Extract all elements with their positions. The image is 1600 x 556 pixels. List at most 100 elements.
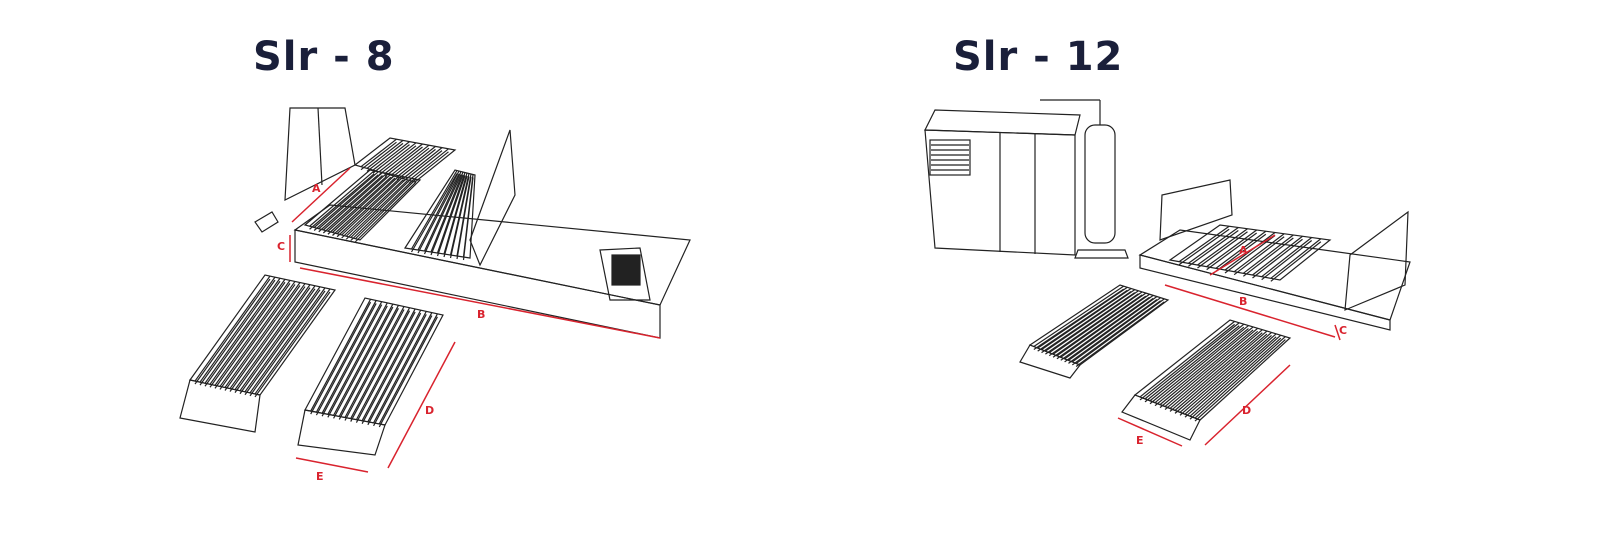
slat [1194, 339, 1286, 422]
slat [1052, 294, 1143, 358]
dim-label-d-slr12: D [1242, 404, 1251, 417]
slat [1261, 237, 1313, 278]
slat [1056, 292, 1147, 357]
line-art [299, 267, 661, 339]
tank-base [1074, 249, 1129, 259]
slat [322, 175, 388, 234]
slat [1060, 293, 1150, 358]
slat [410, 170, 458, 250]
dim-label-b-slr8: B [477, 308, 485, 321]
slat [1206, 232, 1258, 271]
ramp-left-plate [1019, 344, 1081, 379]
slr-8-drawing [179, 107, 691, 456]
slat [366, 139, 404, 169]
slat [373, 315, 433, 427]
slat [1261, 240, 1313, 281]
slat [1169, 332, 1263, 412]
slat [361, 309, 422, 421]
slat [1045, 292, 1136, 355]
slat [1197, 231, 1248, 269]
slat [1139, 323, 1235, 401]
slat [436, 172, 466, 254]
slat [322, 172, 388, 231]
slat [1033, 288, 1125, 351]
slat [350, 307, 411, 419]
slat [310, 301, 372, 415]
slat [229, 283, 306, 389]
machine-front [924, 129, 1076, 256]
model-title-slr-8: Slr - 8 [253, 34, 395, 80]
dim-label-c-slr8: C [277, 240, 285, 253]
dim-label-b-slr12: B [1239, 295, 1247, 308]
slat [373, 312, 433, 424]
slat [443, 172, 468, 255]
railing-post [317, 107, 323, 186]
slat [402, 150, 443, 183]
slat [327, 305, 388, 418]
slat [1187, 230, 1239, 267]
slat [1033, 285, 1125, 348]
slat [254, 288, 331, 395]
slat [1064, 294, 1154, 360]
slat [360, 141, 397, 171]
slat [1215, 230, 1267, 269]
line-art [1117, 417, 1183, 447]
slat [194, 275, 271, 382]
slat [1068, 296, 1158, 361]
slat [249, 290, 326, 397]
slat [1169, 329, 1263, 409]
line-art [1334, 324, 1341, 341]
slat [1159, 329, 1254, 409]
slat [367, 314, 427, 426]
slat [209, 281, 286, 388]
slat [378, 313, 438, 425]
slat [430, 174, 464, 256]
slat [350, 310, 411, 422]
slat [332, 174, 396, 233]
slat [1064, 297, 1154, 363]
slat [327, 176, 392, 235]
slat [1187, 227, 1239, 264]
slat [1233, 233, 1285, 273]
slat [396, 148, 436, 181]
slr-12-drawing [924, 99, 1411, 441]
slat [408, 148, 449, 181]
slat [309, 173, 375, 230]
slat [372, 144, 410, 174]
line-art [295, 457, 369, 473]
control-box [599, 247, 651, 301]
slat [341, 179, 404, 239]
slat [449, 176, 470, 259]
slat [199, 279, 276, 386]
slat [224, 282, 301, 388]
slat [1194, 336, 1286, 419]
slat [1037, 286, 1128, 349]
slat [214, 283, 291, 389]
slat [456, 176, 472, 260]
slat [410, 173, 458, 253]
slat [1154, 325, 1249, 404]
slat [1071, 297, 1161, 363]
slat [254, 291, 331, 398]
vent [929, 139, 971, 176]
slat [219, 284, 296, 390]
plug-box [254, 211, 279, 233]
slat [378, 316, 438, 428]
slat [1270, 241, 1322, 282]
slat [327, 173, 392, 232]
slat [350, 180, 413, 241]
slat [1242, 237, 1294, 277]
slat [239, 288, 316, 395]
slat [1149, 326, 1245, 405]
side-panel [1344, 210, 1409, 311]
slat [423, 171, 462, 252]
slat [224, 285, 301, 391]
slat [234, 284, 311, 390]
slat [318, 172, 383, 230]
deck-right [403, 169, 476, 259]
slat [396, 145, 436, 178]
slat [1164, 327, 1259, 407]
slat [338, 305, 399, 417]
slat [313, 174, 379, 231]
